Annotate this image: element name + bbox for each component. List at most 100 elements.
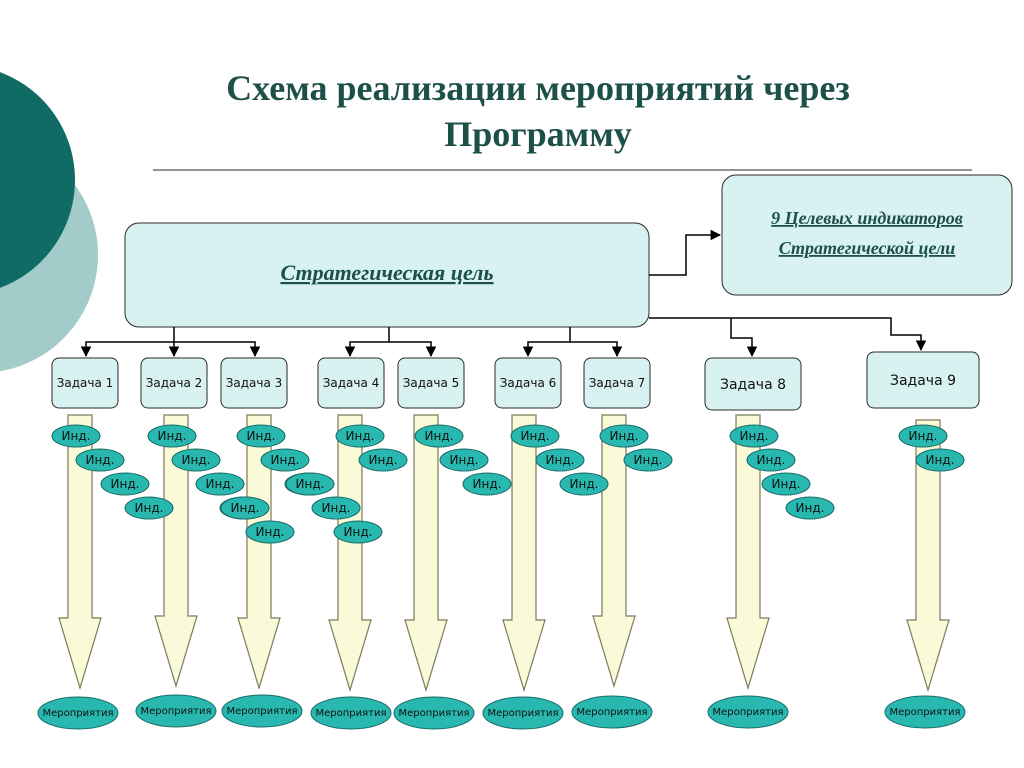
target-indicators-line-2: Стратегической цели: [779, 238, 956, 258]
indicator-label: Инд.: [425, 429, 454, 443]
indicator-label: Инд.: [521, 429, 550, 443]
branch-task-7: [570, 341, 623, 358]
indicator-label: Инд.: [206, 477, 235, 491]
indicator-label: Инд.: [135, 501, 164, 515]
indicator-label: Инд.: [369, 453, 398, 467]
indicator-oval: [195, 472, 245, 496]
events-label-3: Мероприятия: [227, 706, 298, 717]
indicator-oval: [245, 520, 295, 544]
indicator-label: Инд.: [182, 453, 211, 467]
task-label-7: Задача 7: [589, 376, 646, 390]
indicator-label: Инд.: [634, 453, 663, 467]
indicator-oval: [285, 472, 335, 496]
task-label-2: Задача 2: [146, 376, 203, 390]
task-label-8: Задача 8: [720, 377, 786, 393]
indicator-label: Инд.: [610, 429, 639, 443]
events-label-4: Мероприятия: [316, 708, 387, 719]
task-box-5: [397, 357, 465, 409]
indicator-oval: [260, 448, 310, 472]
flow-arrow-4: [328, 414, 372, 693]
indicator-oval: [171, 448, 221, 472]
events-label-2: Мероприятия: [141, 706, 212, 717]
flow-arrow-5: [404, 414, 448, 693]
events-oval-8: [707, 695, 789, 729]
events-oval-6: [482, 696, 564, 730]
branch-task-8: [649, 317, 758, 358]
indicator-oval: [761, 472, 811, 496]
indicator-oval: [147, 424, 197, 448]
indicator-label: Инд.: [757, 453, 786, 467]
indicator-label: Инд.: [111, 477, 140, 491]
branch-task-3: [174, 341, 261, 358]
indicator-label: Инд.: [796, 501, 825, 515]
events-label-7: Мероприятия: [577, 707, 648, 718]
indicator-oval: [785, 496, 835, 520]
indicator-oval: [51, 424, 101, 448]
indicator-label: Инд.: [62, 429, 91, 443]
task-label-1: Задача 1: [57, 376, 114, 390]
task-box-2: [140, 357, 208, 409]
indicator-label: Инд.: [247, 429, 276, 443]
flow-arrow-8: [726, 414, 770, 691]
indicator-label: Инд.: [231, 501, 260, 515]
indicator-label: Инд.: [271, 453, 300, 467]
indicator-oval: [898, 424, 948, 448]
decor-circle-dark: [0, 72, 75, 288]
indicator-label: Инд.: [86, 453, 115, 467]
events-label-8: Мероприятия: [713, 707, 784, 718]
events-label-1: Мероприятия: [43, 708, 114, 719]
task-box-9: [866, 351, 980, 409]
events-oval-5: [393, 696, 475, 730]
task-box-6: [494, 357, 562, 409]
indicator-oval: [75, 448, 125, 472]
indicator-label: Инд.: [909, 429, 938, 443]
task-box-4: [317, 357, 385, 409]
target-indicators-line-1: 9 Целевых индикаторов: [771, 208, 963, 228]
indicator-label: Инд.: [158, 429, 187, 443]
task-box-3: [220, 357, 288, 409]
indicator-oval: [746, 448, 796, 472]
events-label-9: Мероприятия: [890, 707, 961, 718]
target-indicators-box: [721, 174, 1013, 296]
task-box-1: [51, 357, 119, 409]
branch-task-1-2: [80, 327, 175, 358]
indicator-oval: [623, 448, 673, 472]
indicator-oval: [100, 472, 150, 496]
indicator-oval: [311, 496, 361, 520]
indicator-label: Инд.: [570, 477, 599, 491]
events-oval-9: [884, 695, 966, 729]
indicator-oval: [333, 520, 383, 544]
branch-task-4-5: [344, 327, 390, 358]
indicator-label: Инд.: [473, 477, 502, 491]
task-box-7: [583, 357, 651, 409]
flow-arrow-1: [58, 414, 102, 691]
indicator-label: Инд.: [296, 477, 325, 491]
indicator-label: Инд.: [772, 477, 801, 491]
events-oval-4: [310, 696, 392, 730]
indicator-oval: [124, 496, 174, 520]
indicator-label: Инд.: [450, 453, 479, 467]
page-title-line-1: Схема реализации мероприятий через: [226, 68, 850, 108]
indicator-label: Инд.: [740, 429, 769, 443]
indicator-oval: [559, 472, 609, 496]
indicator-oval: [599, 424, 649, 448]
indicator-oval: [335, 424, 385, 448]
events-label-6: Мероприятия: [488, 708, 559, 719]
branch-task-5: [389, 341, 437, 358]
task-box-8: [704, 357, 802, 411]
indicator-label: Инд.: [346, 429, 375, 443]
branch-task-9: [731, 317, 927, 352]
events-oval-3: [221, 694, 303, 728]
task-label-5: Задача 5: [403, 376, 460, 390]
events-oval-7: [571, 695, 653, 729]
page-title-line-2: Программу: [444, 114, 631, 154]
indicator-label: Инд.: [256, 525, 285, 539]
task-label-3: Задача 3: [226, 376, 283, 390]
indicator-oval: [915, 448, 965, 472]
indicator-oval: [220, 496, 270, 520]
goal-to-indicators-connector: [649, 229, 722, 276]
task-label-4: Задача 4: [323, 376, 380, 390]
indicator-oval: [414, 424, 464, 448]
flow-arrow-3: [237, 414, 281, 691]
flow-arrow-6: [502, 414, 546, 693]
